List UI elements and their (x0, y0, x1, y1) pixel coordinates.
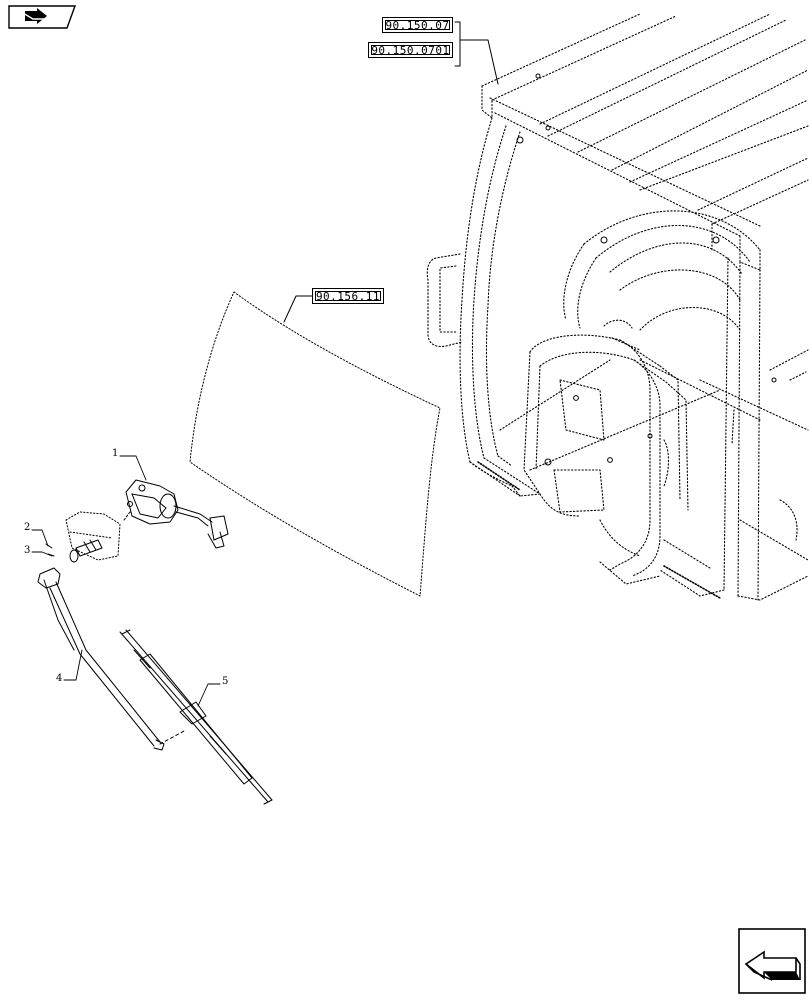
arm-to-blade-dashline (159, 729, 187, 745)
wiper-blade (119, 629, 273, 805)
reference-90-150-0701[interactable]: 90.150.0701 (368, 42, 453, 58)
floor-serrations (477, 461, 721, 599)
callout-5: 5 (222, 676, 229, 687)
windscreen-glass (189, 291, 441, 597)
wiper-arm (37, 567, 165, 751)
reference-90-156-11[interactable]: 90.156.11 (312, 288, 384, 304)
reference-leaders (283, 21, 499, 323)
callout-4: 4 (56, 673, 63, 684)
book-arrow-icon-graphic (8, 5, 76, 29)
wiper-motor (123, 479, 229, 549)
callout-1: 1 (112, 448, 119, 459)
cab-holes (516, 73, 777, 466)
next-page-arrow-icon[interactable] (738, 928, 806, 994)
book-arrow-icon[interactable] (7, 5, 77, 29)
callout-2: 2 (24, 522, 31, 533)
wiper-shaft (45, 539, 103, 563)
reference-text: 90.150.07 (385, 19, 450, 32)
motor-bracket (65, 511, 121, 561)
reference-90-150-07[interactable]: 90.150.07 (382, 17, 453, 33)
next-page-arrow-icon-graphic (738, 928, 806, 994)
reference-text: 90.150.0701 (371, 44, 450, 57)
callout-leaders (31, 455, 221, 707)
reference-text: 90.156.11 (315, 290, 381, 303)
callout-3: 3 (24, 545, 31, 556)
cab-structure (426, 13, 809, 601)
